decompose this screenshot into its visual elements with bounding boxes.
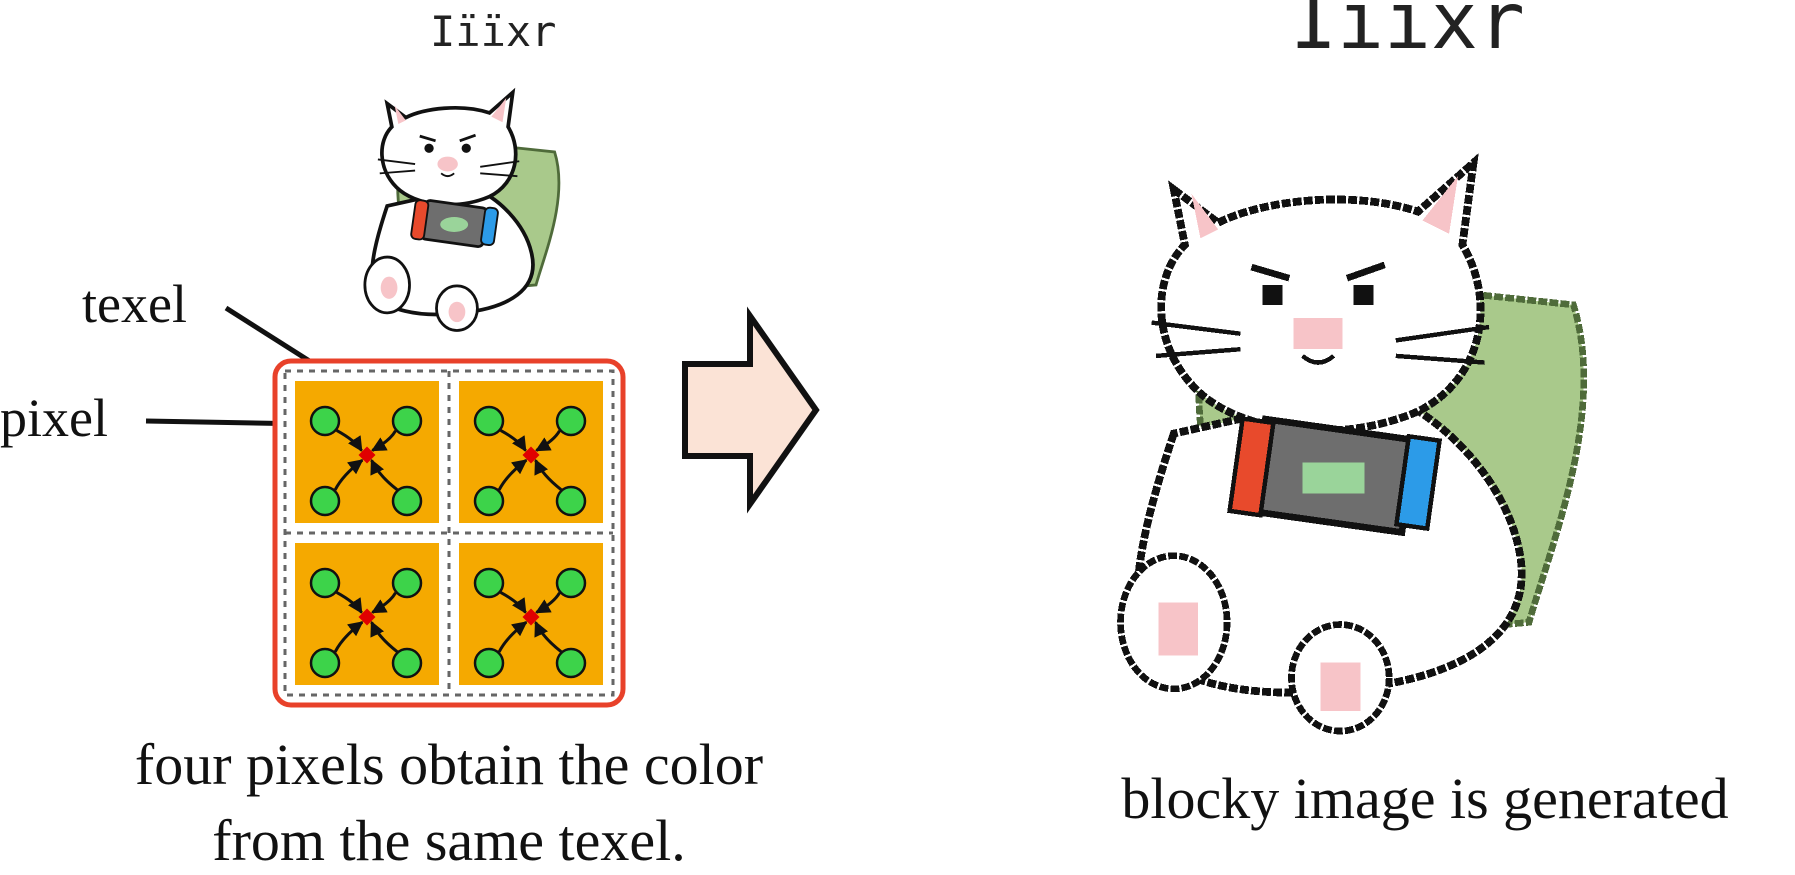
pixel-dot <box>557 649 585 677</box>
texel-label: texel <box>82 274 187 334</box>
pixel-dot <box>557 407 585 435</box>
pixel-dot <box>557 487 585 515</box>
cat-illustration-blocky <box>1121 163 1584 731</box>
pixel-dot <box>311 649 339 677</box>
texel-cell <box>459 381 603 523</box>
pixel-dot <box>475 649 503 677</box>
left-signature: Iïïxr <box>430 7 556 56</box>
pixel-dot <box>311 407 339 435</box>
left-caption-line1: four pixels obtain the color <box>135 732 763 797</box>
pixel-dot <box>393 487 421 515</box>
pixel-dot <box>393 407 421 435</box>
texel-grid <box>275 361 623 705</box>
pixel-dot <box>475 487 503 515</box>
pixel-dot <box>393 569 421 597</box>
pixel-dot <box>311 487 339 515</box>
pixel-dot <box>393 649 421 677</box>
texel-cell <box>295 381 439 523</box>
left-caption-line2: from the same texel. <box>212 808 686 873</box>
pixel-dot <box>475 569 503 597</box>
cat-illustration-original <box>365 92 559 330</box>
right-signature: Iïïxr <box>1290 0 1525 67</box>
pixel-dot <box>311 569 339 597</box>
right-caption: blocky image is generated <box>1121 766 1728 831</box>
pixel-label: pixel <box>0 388 108 448</box>
texel-cell <box>459 543 603 685</box>
transform-arrow <box>685 316 816 504</box>
pixel-dot <box>557 569 585 597</box>
pixel-dot <box>475 407 503 435</box>
texel-cell <box>295 543 439 685</box>
